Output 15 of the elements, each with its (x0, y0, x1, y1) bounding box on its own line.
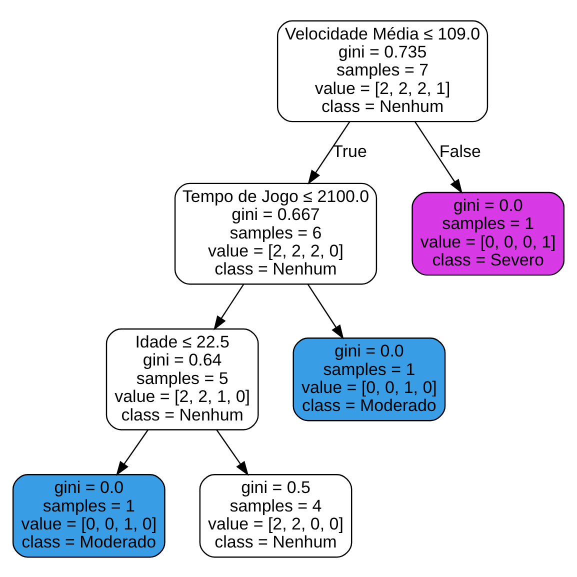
node-box: gini = 0.0 samples = 1 value = [0, 0, 1, 0] class = Moderado (12, 474, 166, 558)
node-box: gini = 0.0 samples = 1 value = [0, 0, 0, 1] class = Severo (412, 191, 565, 276)
edge-label: True (332, 141, 367, 160)
arrow (308, 120, 350, 184)
edge-label: False (439, 141, 481, 160)
node-box: Velocidade Média ≤ 109.0 gini = 0.735 samples = 7 value = [2, 2, 2, 1] class = Nenhum (276, 20, 488, 122)
node-box: Tempo de Jogo ≤ 2100.0 gini = 0.667 samples = 6 value = [2, 2, 2, 0] class = Nenhum (174, 182, 378, 284)
arrow (116, 428, 149, 476)
arrow (214, 283, 244, 330)
arrow (307, 283, 344, 339)
node-box: gini = 0.5 samples = 4 value = [2, 2, 0, 0] class = Nenhum (199, 474, 352, 558)
node-box: gini = 0.0 samples = 1 value = [0, 0, 1, 0] class = Moderado (292, 337, 446, 421)
node-box: Idade ≤ 22.5 gini = 0.64 samples = 5 value = [2, 2, 1, 0] class = Nenhum (106, 328, 259, 430)
arrow (414, 120, 463, 194)
arrow (216, 428, 249, 476)
